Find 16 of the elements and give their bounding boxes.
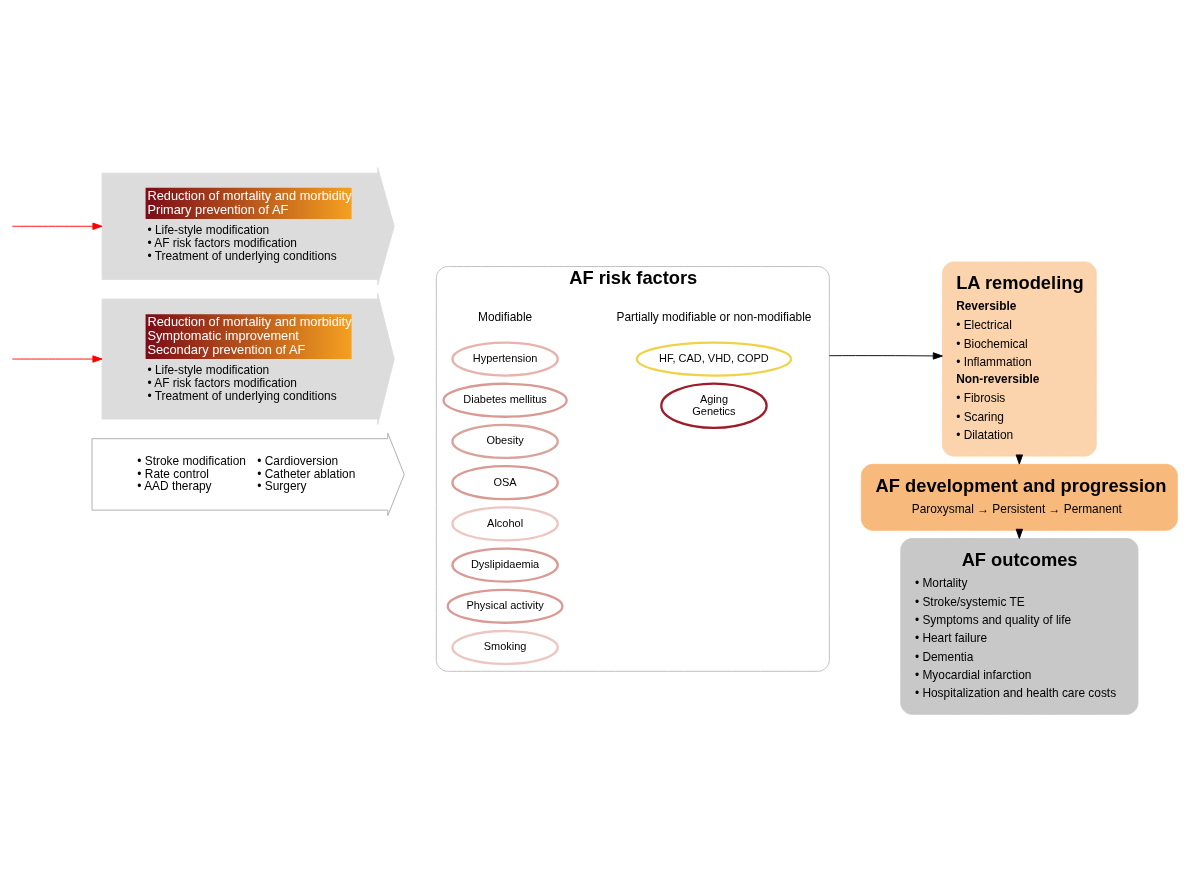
arrow: [11, 354, 103, 363]
node-box: AF outcomes • Mortality • Stroke/systemic TE • Symptoms and quality of life • Heart failure • Dementia • Myocardial infarction • Hospitalization and health care costs: [900, 537, 1139, 715]
node-ellipse: Dyslipidaemia: [451, 546, 559, 583]
label: Modifiable: [477, 309, 533, 324]
arrow: [11, 222, 103, 230]
label: Partially modifiable or non-modifiable: [616, 309, 812, 324]
node-ellipse: Alcohol: [451, 505, 559, 541]
node-ellipse: Hypertension: [451, 340, 559, 377]
arrow: [828, 351, 943, 360]
node-ellipse: OSA: [451, 464, 559, 500]
node-ellipse: Physical activity: [446, 588, 564, 624]
node-ellipse: Aging Genetics: [660, 382, 768, 429]
node-ellipse: Smoking: [451, 629, 559, 665]
node-ellipse: Diabetes mellitus: [442, 382, 568, 418]
node-ellipse: HF, CAD, VHD, COPD: [635, 340, 793, 377]
node-ellipse: Obesity: [451, 423, 559, 459]
